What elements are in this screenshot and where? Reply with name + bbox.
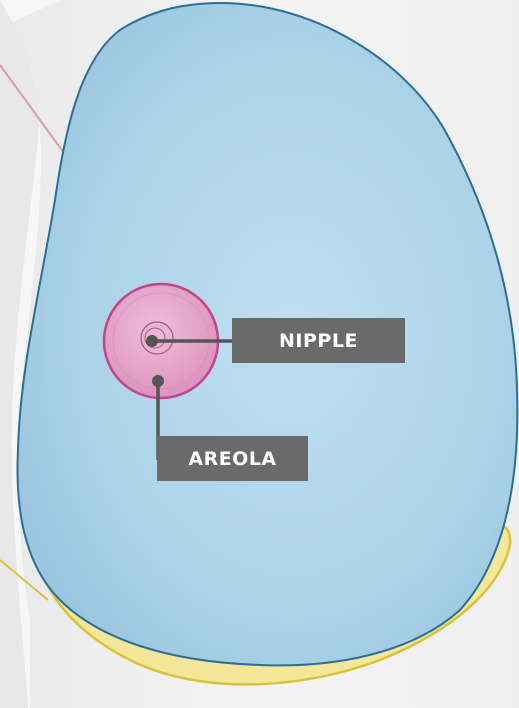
nipple-label: NIPPLE: [232, 318, 405, 363]
nipple-leader-dot: [146, 335, 158, 347]
areola-label: AREOLA: [157, 436, 308, 481]
areola-leader-dot: [152, 375, 164, 387]
